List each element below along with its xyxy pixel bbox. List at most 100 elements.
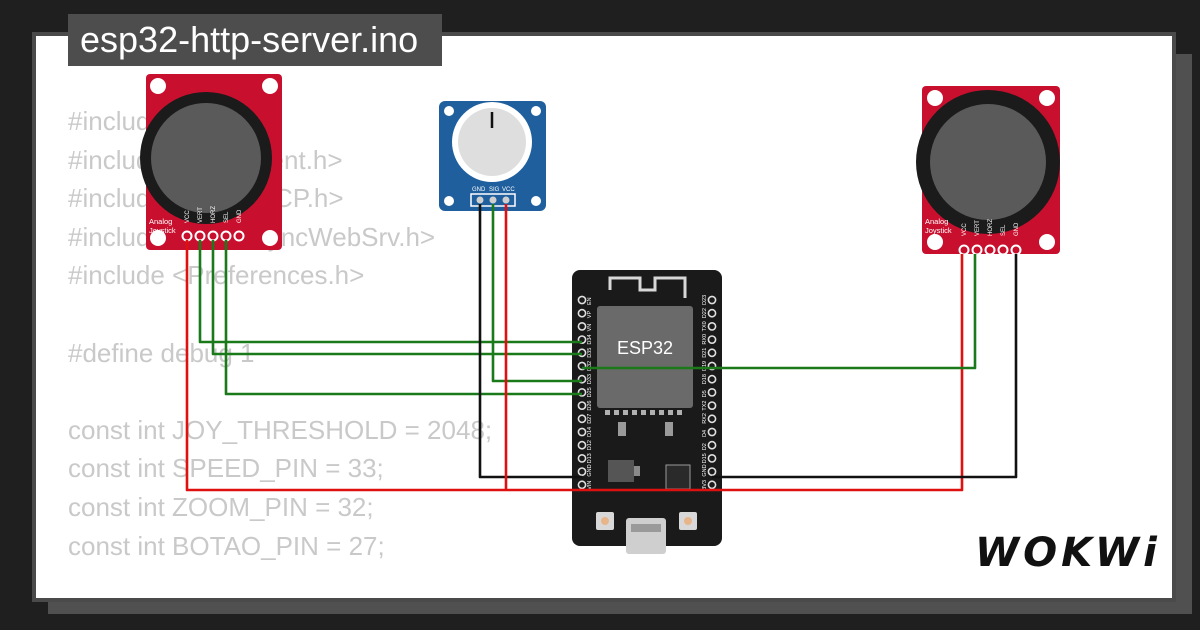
- wire-pot-gnd-black[interactable]: [478, 204, 582, 479]
- esp32-pin-label: VN: [587, 324, 593, 332]
- esp32-pin-d23[interactable]: [707, 295, 717, 305]
- esp32-pin-d26[interactable]: [577, 401, 587, 410]
- esp32-pin-label: D15: [702, 453, 708, 463]
- esp32-pin-label: TX2: [702, 401, 708, 411]
- pin-sig[interactable]: [489, 196, 497, 204]
- esp32-pin-label: VP: [587, 311, 593, 319]
- mount-hole: [927, 90, 943, 106]
- joystick-right-knob[interactable]: [930, 104, 1046, 220]
- pin-vcc[interactable]: [958, 244, 970, 256]
- esp32-pin-label: RX2: [702, 413, 708, 424]
- esp32-board[interactable]: ESP32 ENVPVND34D35D32D33D25D26D27D14D12D…: [572, 270, 722, 554]
- joystick-left-label-2: Joystick: [149, 226, 176, 235]
- esp32-pin-label: D12: [587, 440, 593, 450]
- potentiometer-knob[interactable]: [458, 108, 526, 176]
- esp32-pin-label: GND: [702, 464, 708, 476]
- code-line: const int SPEED_PIN = 33;: [68, 453, 384, 484]
- esp32-pin-d13[interactable]: [577, 453, 587, 463]
- esp32-chip-label: ESP32: [617, 338, 673, 358]
- esp32-pin-d27[interactable]: [577, 414, 587, 424]
- esp32-pin-d4[interactable]: [707, 427, 717, 437]
- en-button-cap: [601, 517, 609, 525]
- wire-pot-sig-green[interactable]: [491, 204, 582, 383]
- pin-vert[interactable]: [971, 244, 983, 256]
- esp32-pin-tx0[interactable]: [707, 321, 717, 331]
- esp32-pin-d2[interactable]: [707, 440, 717, 450]
- esp32-pin-vn[interactable]: [577, 321, 587, 331]
- wokwi-logo: WOKWi: [975, 530, 1161, 576]
- esp32-pin-label: GND: [587, 464, 593, 476]
- esp32-pin-tx2[interactable]: [707, 401, 717, 410]
- wire-joystick-right-vert-green[interactable]: [582, 254, 977, 370]
- usb-connector[interactable]: [626, 518, 666, 554]
- esp32-pin-d19[interactable]: [707, 361, 717, 371]
- esp32-pin-d14[interactable]: [577, 427, 587, 437]
- esp32-pin-label: D13: [587, 453, 593, 463]
- esp32-pin-d32[interactable]: [577, 361, 587, 371]
- wire-joystick-right-gnd-black[interactable]: [712, 254, 1018, 479]
- esp32-pin-d15[interactable]: [707, 453, 717, 463]
- esp32-pin-label: EN: [587, 297, 593, 305]
- esp32-pin-label: D32: [587, 361, 593, 371]
- esp32-pin-d22[interactable]: [707, 308, 717, 318]
- esp32-pin-3v3[interactable]: [707, 480, 717, 490]
- pin-label: VERT: [975, 220, 981, 236]
- wire-joystick-vert-green[interactable]: [198, 240, 582, 344]
- wire-joystick-sel-green[interactable]: [224, 240, 582, 396]
- esp32-right-header: D23D22TX0RX0D21D19D18D5TX2RX2D4D2D15GND3…: [702, 295, 717, 490]
- joystick-left-pins: VCC VERT HORZ SEL GND: [181, 206, 245, 242]
- joystick-left-label-1: Analog: [149, 217, 172, 226]
- joystick-right[interactable]: Analog Joystick VCC VERT HORZ SEL GND: [916, 86, 1060, 256]
- module-pads: [605, 410, 682, 415]
- esp32-pin-label: D18: [702, 374, 708, 384]
- mount-hole: [927, 234, 943, 250]
- esp32-pin-d25[interactable]: [577, 387, 587, 397]
- esp32-pin-vp[interactable]: [577, 308, 587, 318]
- pin-label: HORZ: [988, 219, 994, 236]
- pin-vcc[interactable]: [502, 196, 510, 204]
- esp32-pin-d21[interactable]: [707, 348, 717, 358]
- pin-sel[interactable]: [997, 244, 1009, 256]
- wire-joystick-horz-green[interactable]: [211, 240, 582, 356]
- potentiometer[interactable]: GND SIG VCC: [439, 101, 546, 211]
- mount-hole: [531, 196, 541, 206]
- mount-hole: [1039, 90, 1055, 106]
- smd-component: [665, 422, 673, 436]
- esp32-module: [597, 306, 693, 408]
- esp32-pin-d12[interactable]: [577, 440, 587, 450]
- voltage-regulator: [608, 460, 634, 482]
- esp32-pin-label: D21: [702, 348, 708, 358]
- esp32-pin-en[interactable]: [577, 295, 587, 305]
- esp32-pin-gnd[interactable]: [707, 467, 717, 476]
- esp32-pin-rx2[interactable]: [707, 414, 717, 424]
- esp32-pin-d33[interactable]: [577, 374, 587, 384]
- esp32-pin-label: D22: [702, 308, 708, 318]
- joystick-left-knob[interactable]: [151, 103, 261, 213]
- esp32-pin-vin[interactable]: [577, 480, 587, 490]
- esp32-pin-d5[interactable]: [707, 387, 717, 397]
- pin-label: SEL: [1001, 224, 1007, 236]
- pin-label: VCC: [502, 187, 515, 193]
- esp32-pin-label: D4: [702, 430, 708, 437]
- joystick-left[interactable]: Analog Joystick VCC VERT HORZ SEL GND: [140, 74, 282, 250]
- mount-hole: [444, 106, 454, 116]
- code-line: #define debug 1: [68, 337, 255, 368]
- esp32-pin-label: D19: [702, 361, 708, 371]
- pin-gnd[interactable]: [233, 230, 245, 242]
- esp32-pin-rx0[interactable]: [707, 335, 717, 344]
- esp32-pin-d18[interactable]: [707, 374, 717, 384]
- esp32-pin-label: D35: [587, 348, 593, 358]
- esp32-pin-label: D2: [702, 443, 708, 450]
- code-line: const int ZOOM_PIN = 32;: [68, 491, 374, 522]
- pin-label: VCC: [185, 210, 191, 223]
- pin-horz[interactable]: [984, 244, 996, 256]
- smd-component: [618, 422, 626, 436]
- pin-label: GND: [1014, 222, 1020, 236]
- esp32-pin-label: D33: [587, 374, 593, 384]
- pin-gnd[interactable]: [476, 196, 484, 204]
- wire-joystick-vcc-red[interactable]: [185, 240, 964, 492]
- esp32-pin-label: 3V3: [702, 480, 708, 490]
- antenna-trace: [608, 276, 687, 298]
- esp32-pin-gnd[interactable]: [577, 467, 587, 476]
- pin-label: SIG: [489, 187, 500, 193]
